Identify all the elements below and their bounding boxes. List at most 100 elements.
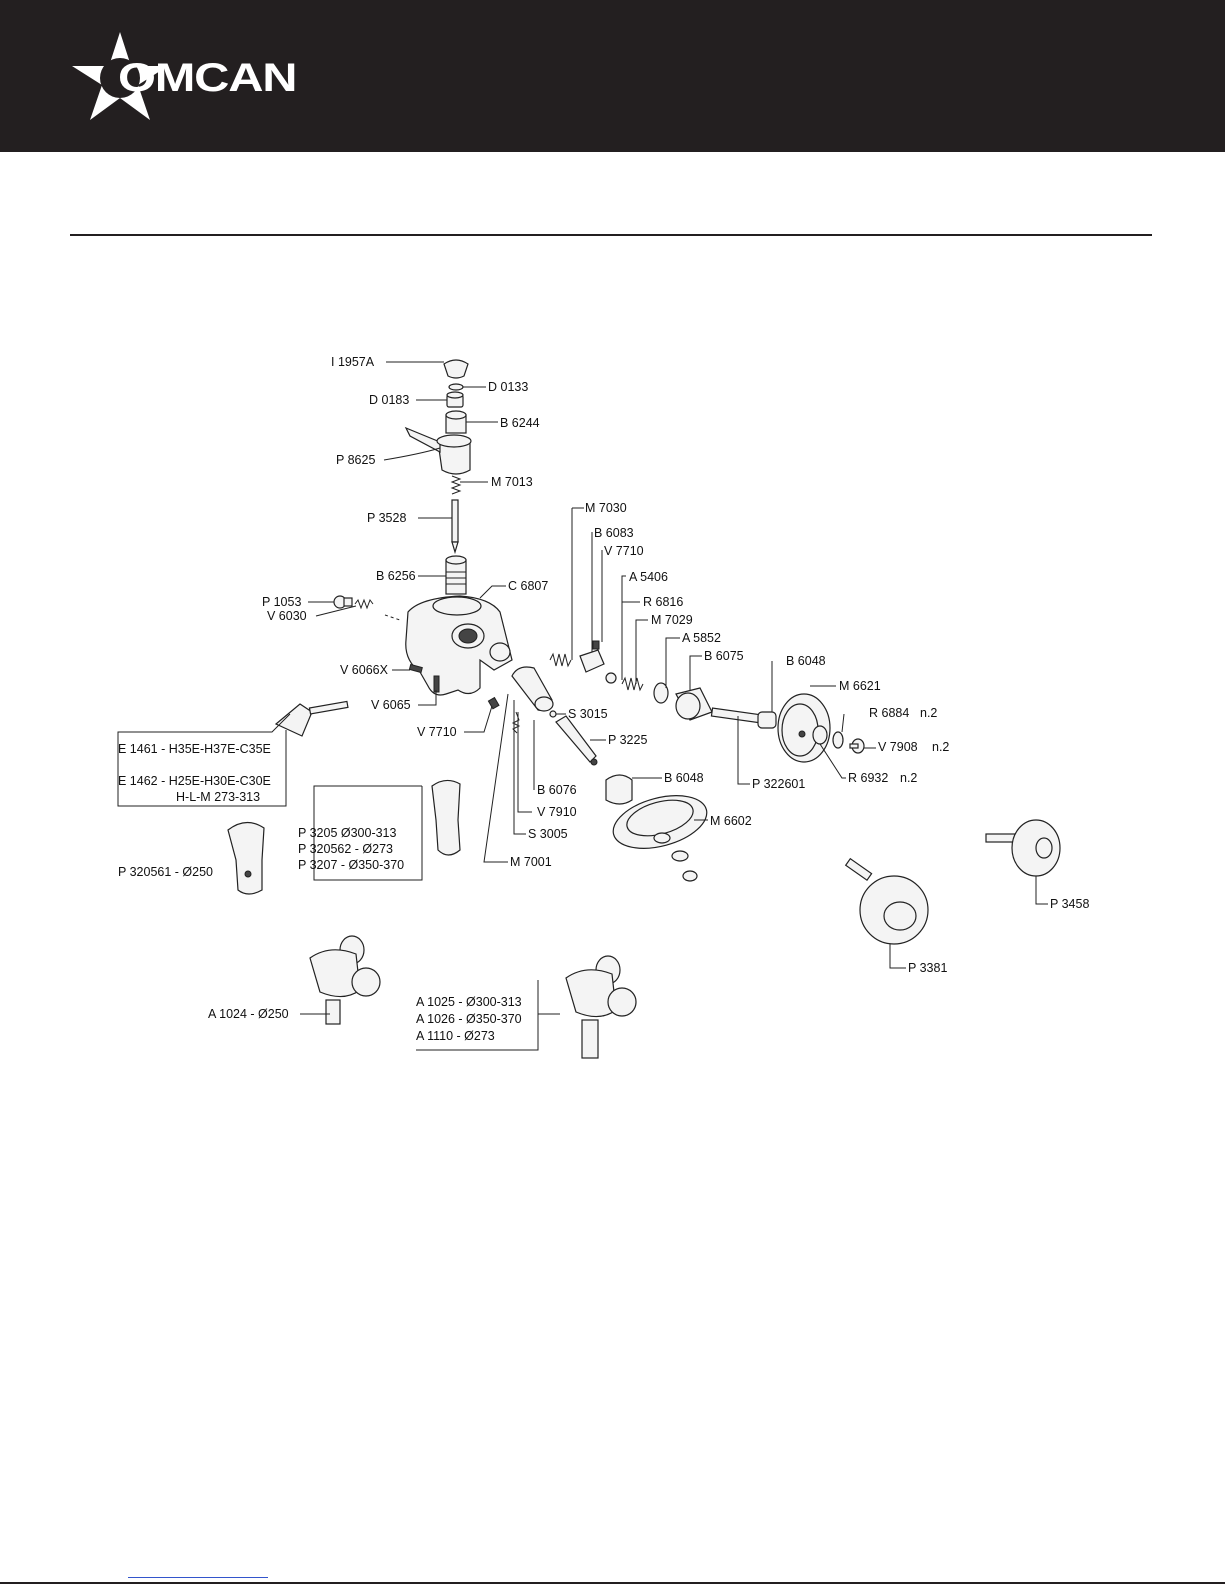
housing-p3205 [431, 779, 461, 856]
label-a1025: A 1025 - Ø300-313 [416, 995, 522, 1009]
grinder-m6621 [777, 693, 831, 763]
label-v7908-qty: n.2 [932, 740, 949, 754]
label-v6030: V 6030 [267, 609, 307, 623]
label-p3528: P 3528 [367, 511, 406, 525]
label-b6075: B 6075 [704, 649, 744, 663]
label-i1957a: I 1957A [331, 355, 375, 369]
washer-r6884 [832, 731, 844, 749]
oring-a5852 [653, 682, 669, 704]
star-icon [72, 32, 168, 120]
label-e1462: E 1462 - H25E-H30E-C30E [118, 774, 271, 788]
screw-v7710a [592, 640, 600, 650]
label-d0133: D 0133 [488, 380, 528, 394]
leader-lines [117, 361, 1048, 1051]
bushing-b6256 [445, 555, 467, 595]
pin-p3225 [555, 715, 598, 766]
label-a1024: A 1024 - Ø250 [208, 1007, 289, 1021]
label-b6048b: B 6048 [664, 771, 704, 785]
sleeve-m7001 [511, 666, 554, 712]
label-v7710a: V 7710 [604, 544, 644, 558]
housing-p320561 [227, 821, 265, 895]
label-r6884: R 6884 [869, 706, 909, 720]
assembly-a1025 [565, 955, 637, 1059]
label-v6065: V 6065 [371, 698, 411, 712]
body-c6807 [405, 595, 513, 696]
label-v7910: V 7910 [537, 805, 577, 819]
nut-d0183 [446, 391, 464, 408]
label-b6083: B 6083 [594, 526, 634, 540]
clip-a5406 [605, 672, 617, 684]
spring-m7029 [621, 676, 644, 692]
screw-v7710b [487, 696, 500, 710]
label-p8625: P 8625 [336, 453, 375, 467]
bushing-b6244 [445, 410, 467, 434]
label-p322601: P 322601 [752, 777, 805, 791]
label-v7710b: V 7710 [417, 725, 457, 739]
shaft-p322601 [710, 707, 763, 724]
label-a5406: A 5406 [629, 570, 668, 584]
label-a1026: A 1026 - Ø350-370 [416, 1012, 522, 1026]
label-m7030: M 7030 [585, 501, 627, 515]
screw-p1053 [333, 595, 353, 609]
label-b6256: B 6256 [376, 569, 416, 583]
lever-p8625 [404, 426, 472, 475]
screw-v6065 [433, 675, 440, 693]
header-bar: OMCAN [0, 0, 1225, 152]
pin-p3528 [451, 499, 459, 555]
label-b6244: B 6244 [500, 416, 540, 430]
footer-rule [0, 1582, 1225, 1584]
assembly-a1024 [309, 935, 381, 1025]
label-e1461: E 1461 - H35E-H37E-C35E [118, 742, 271, 756]
spring-m7030 [549, 652, 572, 668]
grinder-m6602 [612, 795, 708, 882]
bushing-b6048b [605, 774, 633, 805]
screw-v7908 [849, 738, 865, 754]
label-p3205: P 3205 Ø300-313 [298, 826, 397, 840]
bushing-b6083 [579, 649, 605, 673]
part-labels: I 1957A D 0133 D 0183 B 6244 P 8625 M 70… [118, 355, 1089, 1043]
washer-d0133 [448, 383, 464, 391]
label-r6884-qty: n.2 [920, 706, 937, 720]
spring-v6030 [354, 598, 401, 621]
label-r6816: R 6816 [643, 595, 683, 609]
label-s3015: S 3015 [568, 707, 608, 721]
label-v6066x: V 6066X [340, 663, 389, 677]
footer-link[interactable] [128, 1577, 268, 1578]
label-m6621: M 6621 [839, 679, 881, 693]
label-d0183: D 0183 [369, 393, 409, 407]
bushing-b6075 [675, 687, 713, 721]
label-m7029: M 7029 [651, 613, 693, 627]
grinder-p3458 [985, 819, 1061, 877]
label-r6932-qty: n.2 [900, 771, 917, 785]
washer-r6932 [812, 725, 828, 745]
label-s3005: S 3005 [528, 827, 568, 841]
label-r6932: R 6932 [848, 771, 888, 785]
screw-v6066x [408, 663, 423, 674]
label-p3207: P 3207 - Ø350-370 [298, 858, 404, 872]
spring-m7013 [450, 475, 462, 495]
label-p3458: P 3458 [1050, 897, 1089, 911]
bushing-b6048a [757, 711, 777, 729]
label-p3381: P 3381 [908, 961, 947, 975]
label-p3225: P 3225 [608, 733, 647, 747]
label-a5852: A 5852 [682, 631, 721, 645]
tap-e1461 [274, 700, 349, 737]
label-m7001: M 7001 [510, 855, 552, 869]
label-c6807: C 6807 [508, 579, 548, 593]
label-e1462-models: H-L-M 273-313 [176, 790, 260, 804]
knob-i1957a [443, 359, 469, 379]
label-v7908: V 7908 [878, 740, 918, 754]
header-rule [70, 234, 1152, 236]
grinder-p3381 [844, 857, 929, 945]
label-p320562: P 320562 - Ø273 [298, 842, 393, 856]
ring-s3015 [549, 710, 557, 718]
label-p320561: P 320561 - Ø250 [118, 865, 213, 879]
brand-name: OMCAN [118, 56, 297, 100]
label-p1053: P 1053 [262, 595, 301, 609]
label-m6602: M 6602 [710, 814, 752, 828]
label-a1110: A 1110 - Ø273 [416, 1029, 495, 1043]
label-m7013: M 7013 [491, 475, 533, 489]
label-b6048a: B 6048 [786, 654, 826, 668]
label-b6076: B 6076 [537, 783, 577, 797]
